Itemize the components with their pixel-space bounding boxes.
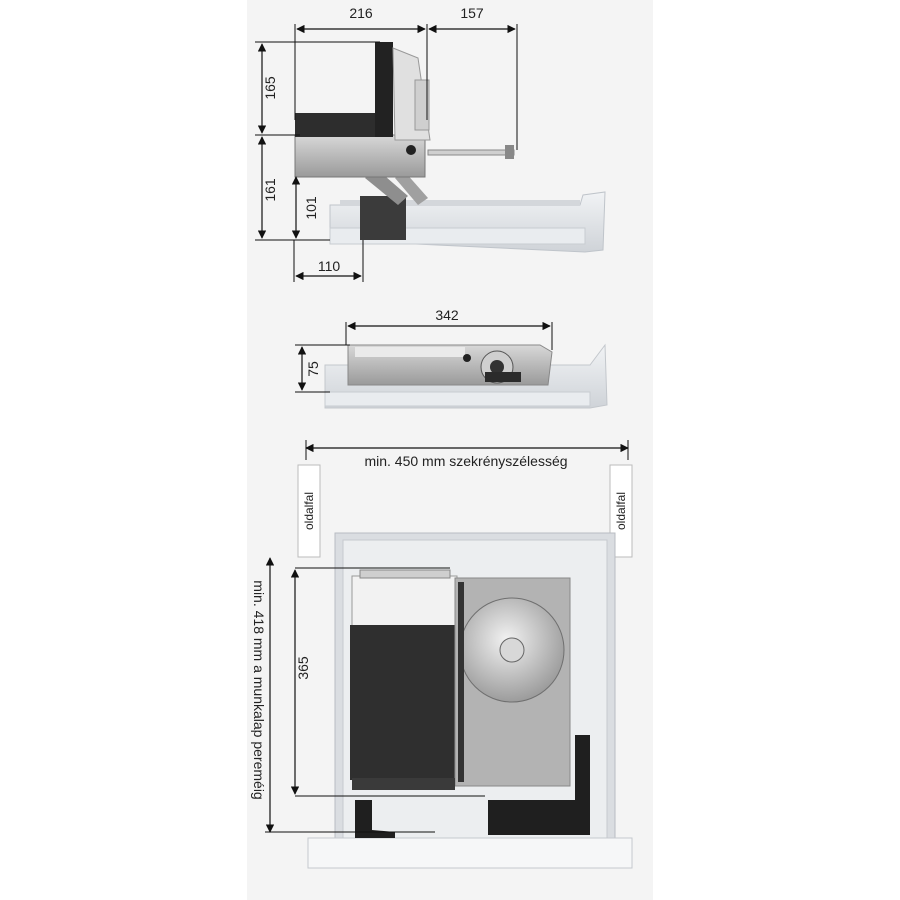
top-side-view: 216 157 165 161 101 110 xyxy=(255,5,606,282)
worktop-edge-label: min. 418 mm a munkalap pereméig xyxy=(251,580,267,799)
side-wall-left-label: oldalfal xyxy=(302,492,316,530)
dim-342: 342 xyxy=(435,307,459,323)
slicer-body xyxy=(294,134,426,178)
dim-161: 161 xyxy=(262,178,278,202)
drawer-front xyxy=(307,837,633,869)
dim-165: 165 xyxy=(262,76,278,100)
dim-75: 75 xyxy=(305,361,321,377)
bottom-drawer-view: min. 450 mm szekrényszélesség oldalfal o… xyxy=(251,440,633,869)
side-wall-right-label: oldalfal xyxy=(614,492,628,530)
dim-365: 365 xyxy=(295,656,311,680)
dim-216: 216 xyxy=(349,5,373,21)
middle-folded-view: 342 75 xyxy=(295,307,608,409)
slicer-carriage-top xyxy=(350,625,460,780)
support-foot-left xyxy=(355,800,395,838)
dim-157: 157 xyxy=(460,5,484,21)
dim-101: 101 xyxy=(303,196,319,220)
support-foot-right xyxy=(488,735,590,835)
carriage-plate xyxy=(375,42,393,137)
cabinet-width-label: min. 450 mm szekrényszélesség xyxy=(364,453,567,469)
side-wall-left xyxy=(297,464,321,558)
dim-110: 110 xyxy=(318,258,341,274)
